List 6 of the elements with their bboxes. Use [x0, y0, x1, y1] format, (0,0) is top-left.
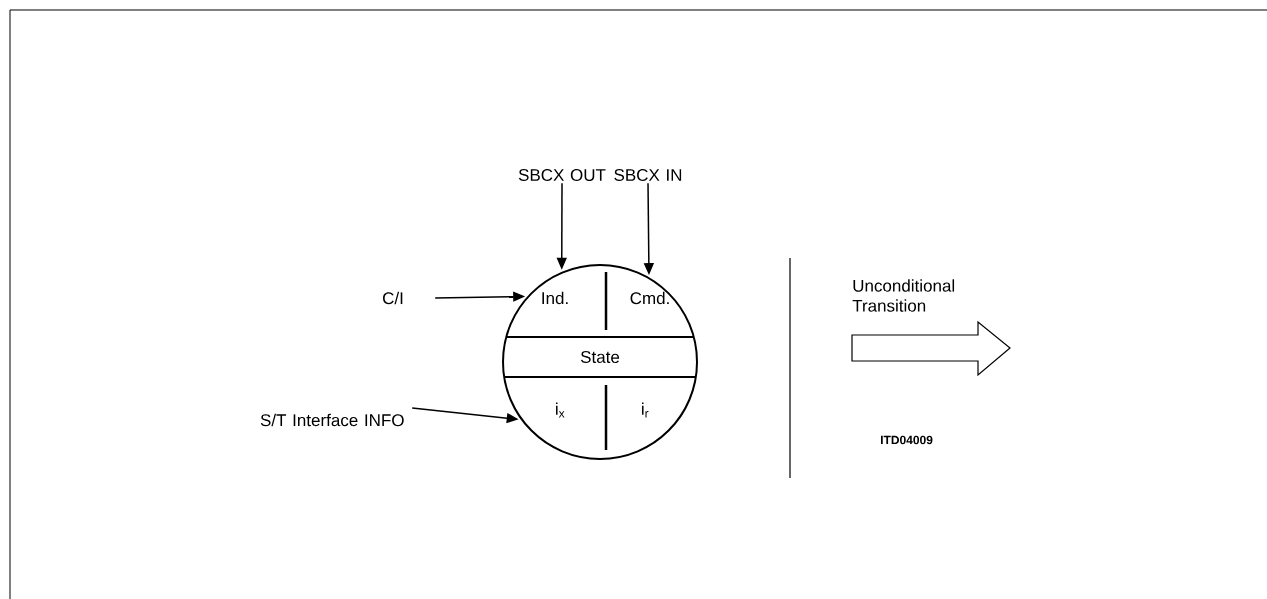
signal-label: S/T Interface INFO: [260, 413, 404, 427]
signal-label: C/I: [383, 291, 403, 305]
arrow-label: Unconditional Transition: [852, 279, 955, 312]
signal-label: SBCX IN: [614, 168, 682, 181]
figure-id: ITD04009: [881, 435, 933, 445]
signal-label: SBCX OUT: [518, 168, 606, 181]
